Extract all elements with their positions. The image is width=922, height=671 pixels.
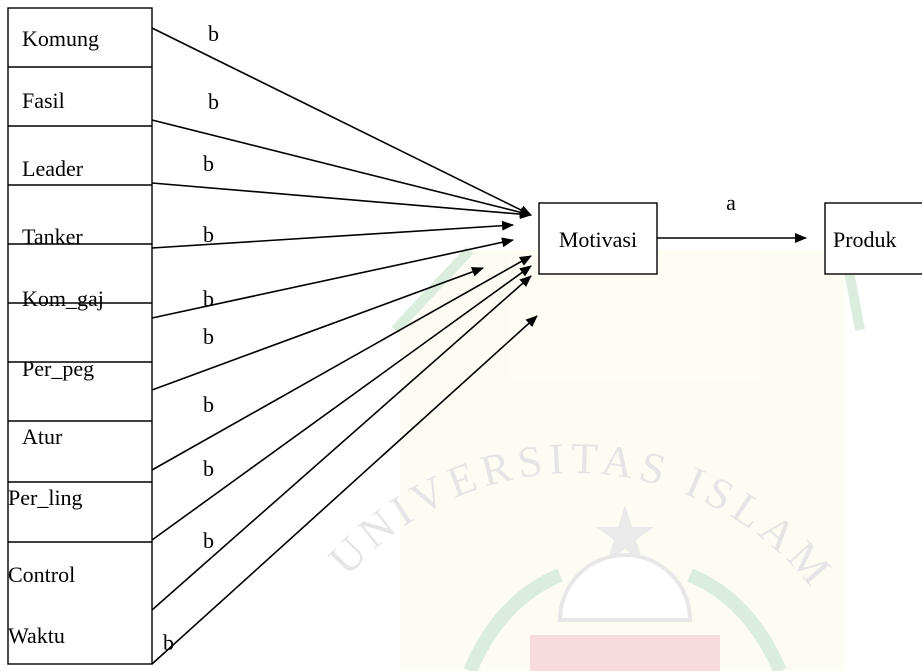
produk-label: Produk	[833, 227, 897, 252]
produk-node: Produk	[824, 202, 922, 275]
edge-control-to-motivasi	[151, 275, 532, 611]
left-box-label-kom-gaj: Kom_gaj	[22, 286, 104, 311]
left-box-label-per-peg: Per_peg	[22, 356, 94, 381]
edge-label-fasil: b	[208, 89, 219, 114]
edge-label-atur: b	[203, 392, 214, 417]
edge-fasil-to-motivasi	[151, 119, 532, 218]
motivasi-node: Motivasi	[538, 202, 658, 275]
edge-label-control: b	[203, 528, 214, 553]
edge-label-komung: b	[208, 21, 219, 46]
motivasi-to-produk-edge: a	[657, 190, 807, 243]
edge-kom-gaj-to-motivasi	[151, 237, 514, 319]
edge-per-ling-to-motivasi	[151, 265, 532, 541]
edge-komung-to-motivasi	[151, 27, 532, 216]
left-box-column: KomungFasilLeaderTankerKom_gajPer_pegAtu…	[7, 7, 153, 665]
left-box-label-tanker: Tanker	[22, 224, 83, 249]
edge-label-a: a	[726, 190, 736, 215]
edge-label-waktu: b	[163, 630, 174, 655]
left-box-frame	[7, 7, 153, 665]
edge-label-per-ling: b	[203, 456, 214, 481]
left-box-label-per-ling: Per_ling	[8, 485, 83, 510]
left-box-label-waktu: Waktu	[8, 623, 65, 648]
motivasi-label: Motivasi	[559, 227, 637, 252]
left-box-label-fasil: Fasil	[22, 88, 65, 113]
star-icon	[596, 505, 654, 562]
edge-label-leader: b	[203, 151, 214, 176]
left-box-label-control: Control	[8, 562, 75, 587]
university-watermark: UNIVERSITAS ISLAM	[319, 246, 865, 671]
produk-box	[824, 202, 922, 275]
edge-label-kom-gaj: b	[203, 286, 214, 311]
edge-leader-to-motivasi	[151, 182, 532, 220]
left-box-label-komung: Komung	[22, 26, 99, 51]
motivasi-box	[538, 202, 658, 275]
edge-tanker-to-motivasi	[151, 220, 514, 249]
left-box-label-atur: Atur	[22, 424, 63, 449]
edge-label-per-peg: b	[203, 324, 214, 349]
left-box-label-leader: Leader	[22, 156, 84, 181]
edge-atur-to-motivasi	[151, 255, 532, 471]
edge-label-tanker: b	[203, 222, 214, 247]
edge-per-peg-to-motivasi	[151, 267, 484, 391]
edge-waktu-to-motivasi	[151, 315, 538, 665]
edges-to-motivasi	[151, 27, 538, 665]
